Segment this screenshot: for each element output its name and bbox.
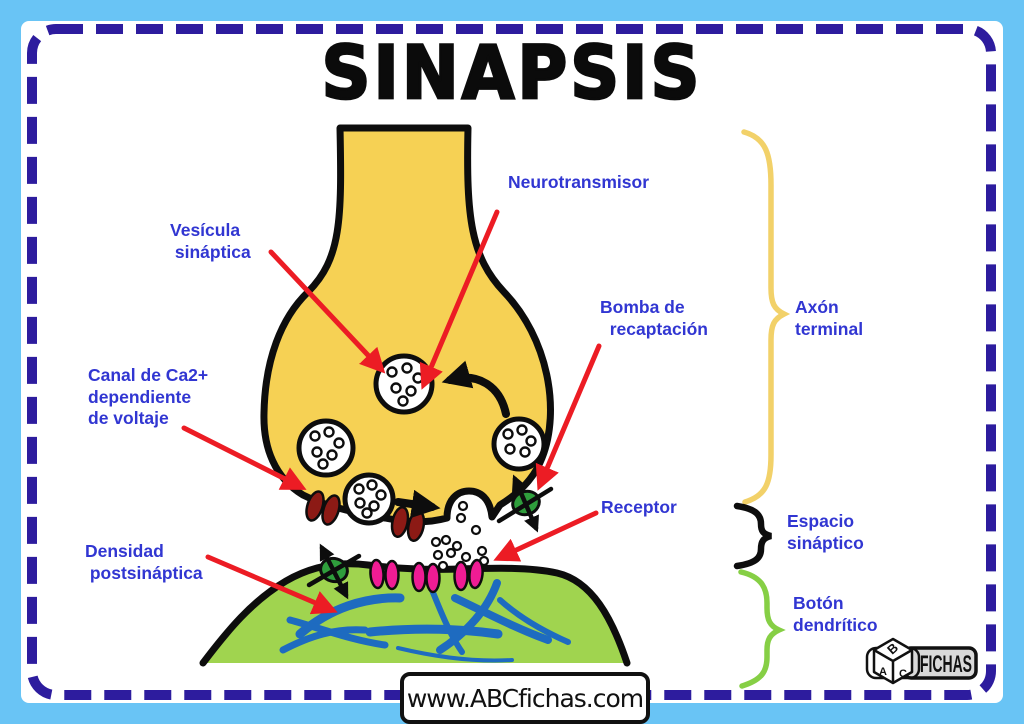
vesicle-pointer bbox=[268, 249, 386, 374]
cube-letter-c: C bbox=[899, 668, 907, 680]
cube-letter-a: A bbox=[879, 666, 887, 678]
postsynaptic-density-filaments bbox=[279, 579, 571, 663]
axon-terminal-brace bbox=[741, 129, 791, 505]
synaptic-space-brace bbox=[733, 502, 772, 570]
abc-cube-icon: B A C bbox=[872, 637, 914, 685]
label-postsynaptic-density: Densidad postsináptica bbox=[85, 541, 203, 583]
neurotransmitter-pointer bbox=[419, 209, 500, 390]
watermark: www.ABCfichas.com bbox=[400, 672, 650, 724]
recycle-arrow bbox=[441, 360, 510, 418]
page-title: SINAPSIS bbox=[320, 30, 703, 117]
abcfichas-logo: B A C FICHAS bbox=[865, 637, 978, 685]
label-receptor: Receptor bbox=[601, 497, 677, 517]
receptor-pointer bbox=[493, 510, 599, 562]
label-synaptic-space: Espacio sináptico bbox=[787, 511, 864, 553]
logo-brand-text: FICHAS bbox=[920, 651, 972, 678]
density-pointer bbox=[205, 554, 338, 615]
pump-pointer bbox=[535, 343, 602, 491]
label-reuptake-pump: Bomba de recaptación bbox=[600, 297, 708, 339]
flow-arrows bbox=[306, 360, 554, 600]
receptors bbox=[369, 558, 484, 594]
label-dendritic-button: Botón dendrítico bbox=[793, 593, 878, 635]
label-axon-terminal: Axón terminal bbox=[795, 297, 864, 339]
pump-cross-line bbox=[496, 486, 554, 524]
watermark-text: www.ABCfichas.com bbox=[406, 683, 644, 713]
synaptic-vesicles bbox=[296, 353, 547, 526]
label-neurotransmitter: Neurotransmisor bbox=[508, 172, 650, 192]
pointer-arrows bbox=[181, 209, 602, 615]
label-synaptic-vesicle: Vesícula sináptica bbox=[170, 220, 251, 262]
channel-pointer bbox=[181, 425, 307, 490]
label-calcium-channel: Canal de Ca2+ dependiente de voltaje bbox=[88, 365, 209, 428]
vesicle-move-arrow bbox=[394, 489, 441, 519]
transporter-cross-line bbox=[306, 553, 362, 588]
dendritic-button-brace bbox=[738, 569, 786, 689]
